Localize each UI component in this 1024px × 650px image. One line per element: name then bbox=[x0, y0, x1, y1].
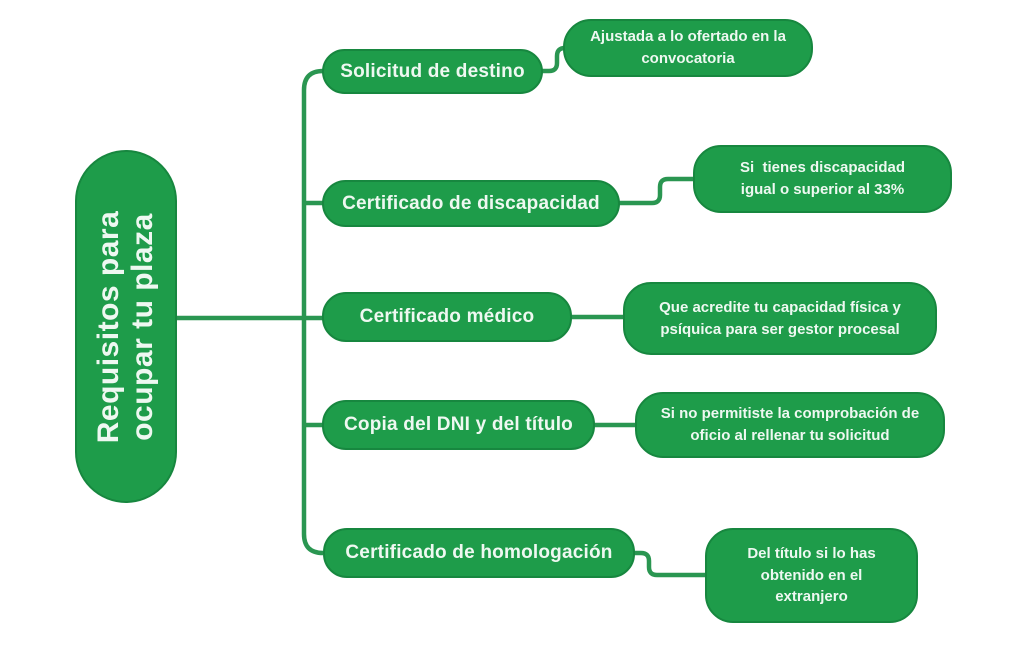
root-node-label: Requisitos para ocupar tu plaza bbox=[91, 210, 160, 443]
root-node: Requisitos para ocupar tu plaza bbox=[75, 150, 177, 503]
branch1-note-connector bbox=[542, 45, 566, 74]
branch-node-certificado-medico: Certificado médico bbox=[322, 292, 572, 342]
branch-node-solicitud-destino: Solicitud de destino bbox=[322, 49, 543, 94]
branch2-note-connector bbox=[618, 176, 695, 206]
branch-node-copia-dni-titulo: Copia del DNI y del título bbox=[322, 400, 595, 450]
branch-node-certificado-discapacidad: Certificado de discapacidad bbox=[322, 180, 620, 227]
branch-note-certificado-homologacion: Del título si lo has obtenido en el extr… bbox=[705, 528, 918, 623]
branch-note-copia-dni-titulo: Si no permitiste la comprobación de ofic… bbox=[635, 392, 945, 458]
branch-note-certificado-medico: Que acredite tu capacidad física y psíqu… bbox=[623, 282, 937, 355]
branch5-note-connector bbox=[633, 550, 707, 578]
branch-node-certificado-homologacion: Certificado de homologación bbox=[323, 528, 635, 578]
branch-note-solicitud-destino: Ajustada a lo ofertado en la convocatori… bbox=[563, 19, 813, 77]
branch-note-certificado-discapacidad: Si tienes discapacidad igual o superior … bbox=[693, 145, 952, 213]
trunk-line bbox=[301, 68, 324, 556]
